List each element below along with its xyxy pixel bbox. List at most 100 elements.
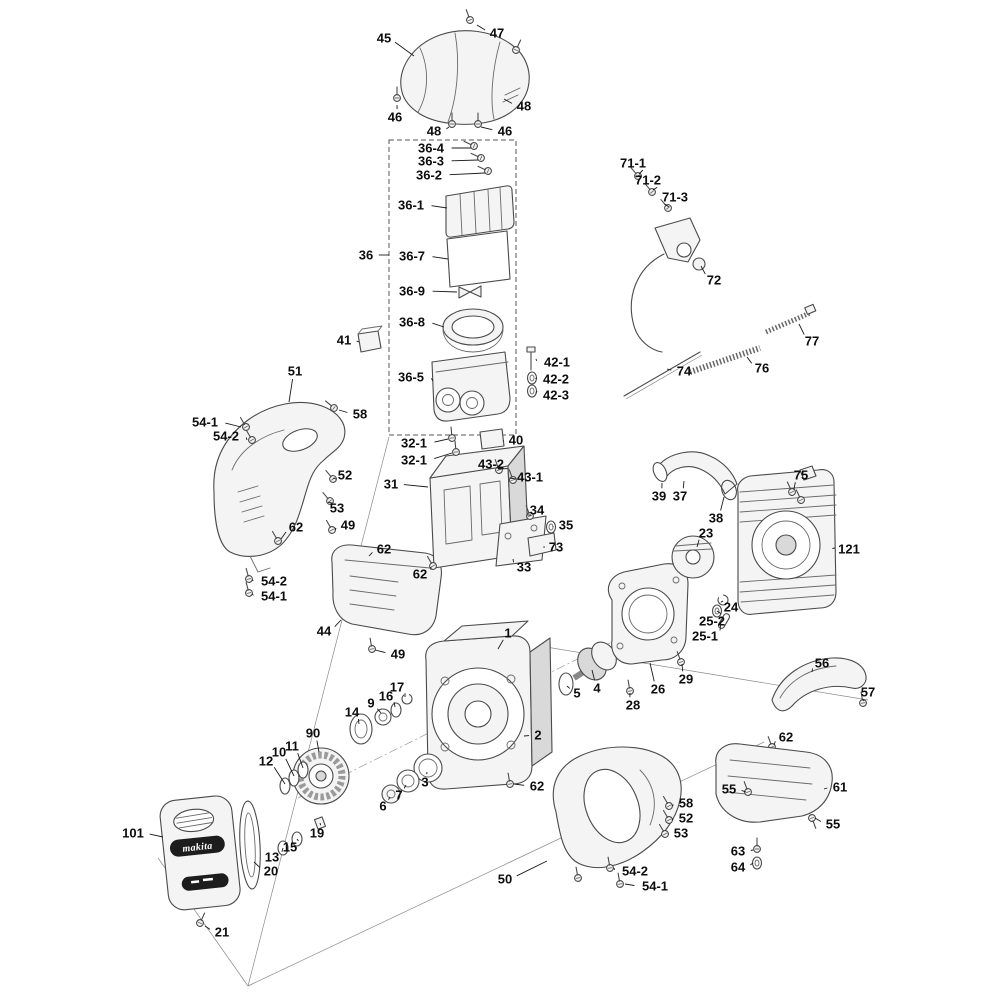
screw-icon	[447, 426, 457, 443]
part-label-1: 1	[504, 626, 511, 641]
part-label-71-2: 71-2	[635, 173, 661, 188]
elbow-37	[657, 451, 738, 495]
part-label-26: 26	[651, 682, 665, 697]
part-label-25-1: 25-1	[692, 629, 718, 644]
part-label-74: 74	[677, 364, 692, 379]
leader-line	[253, 861, 261, 868]
leader-line	[388, 796, 391, 800]
part-label-28: 28	[626, 698, 640, 713]
part-label-12: 12	[259, 754, 273, 769]
leader-line	[357, 718, 360, 725]
part-label-48: 48	[427, 124, 441, 139]
leader-line	[280, 531, 287, 540]
part-label-36: 36	[359, 248, 373, 263]
screw-icon	[323, 518, 338, 536]
leader-line	[251, 579, 254, 582]
leader-line	[811, 668, 813, 673]
leader-line	[225, 422, 242, 428]
part-label-16: 16	[379, 689, 393, 704]
part-label-47: 47	[490, 26, 504, 41]
washer-5	[558, 672, 574, 696]
washer-icon	[545, 520, 557, 534]
brand-logo-text: makita	[182, 841, 213, 855]
part-label-35: 35	[559, 518, 573, 533]
part-label-58: 58	[353, 407, 367, 422]
leader-line	[432, 322, 445, 328]
leader-line	[273, 766, 286, 785]
part-label-54-2: 54-2	[261, 574, 287, 589]
bolt-77	[765, 310, 811, 335]
leader-line	[374, 649, 386, 654]
leader-line	[535, 390, 538, 394]
inner-cable-74	[623, 351, 701, 397]
throttle-cable	[630, 253, 665, 353]
leader-line	[434, 452, 453, 460]
part-label-29: 29	[679, 672, 693, 687]
part-label-33: 33	[517, 560, 531, 575]
part-label-62: 62	[530, 779, 544, 794]
part-label-76: 76	[755, 361, 769, 376]
part-label-62: 62	[413, 567, 427, 582]
part-label-37: 37	[673, 489, 687, 504]
part-label-6: 6	[379, 799, 386, 814]
screw-icon	[393, 86, 401, 102]
part-label-48: 48	[517, 99, 531, 114]
leader-line	[793, 482, 796, 490]
leader-line	[245, 437, 248, 441]
leader-line	[432, 290, 458, 293]
part-label-4: 4	[593, 681, 601, 696]
washer-icon	[526, 384, 538, 398]
washer-icon	[526, 371, 538, 385]
grommet-41	[357, 330, 382, 353]
engine-bracket	[424, 426, 557, 572]
part-label-32-1: 32-1	[401, 453, 427, 468]
screw-icon	[451, 440, 461, 457]
leader-line	[696, 539, 700, 548]
leader-line	[750, 849, 754, 851]
ring-3	[413, 753, 443, 783]
leader-line	[480, 126, 493, 131]
leader-line	[497, 639, 504, 650]
leader-line	[716, 610, 722, 615]
part-label-46: 46	[388, 110, 402, 125]
leader-line	[773, 741, 776, 746]
part-label-36-2: 36-2	[416, 168, 442, 183]
part-label-10: 10	[272, 745, 286, 760]
part-label-36-5: 36-5	[398, 370, 424, 385]
part-label-25-2: 25-2	[699, 614, 725, 629]
bolt-42-1	[526, 346, 536, 353]
recoil-starter: makita	[159, 795, 261, 929]
part-label-46: 46	[498, 124, 512, 139]
part-label-52: 52	[679, 811, 693, 826]
leader-line	[671, 804, 674, 807]
ring-7	[396, 769, 420, 793]
part-label-52: 52	[338, 468, 352, 483]
leader-line	[512, 558, 515, 563]
part-label-11: 11	[285, 739, 299, 754]
leader-line	[476, 24, 486, 31]
air-filter-element	[446, 230, 511, 288]
part-label-55: 55	[722, 782, 736, 797]
leader-line	[516, 860, 548, 877]
part-label-71-3: 71-3	[662, 190, 688, 205]
handle-bar	[764, 657, 868, 752]
screw-icon	[366, 637, 377, 654]
left-shroud	[213, 397, 372, 598]
leader-line	[334, 527, 337, 531]
part-label-36-4: 36-4	[418, 141, 445, 156]
flywheel-group	[277, 747, 350, 856]
leader-line	[334, 619, 342, 628]
leader-line	[288, 378, 294, 403]
leader-line	[394, 41, 415, 57]
seal-14	[349, 713, 373, 745]
throttle-roller	[692, 257, 706, 271]
screw-icon	[807, 813, 820, 831]
part-label-17: 17	[390, 680, 404, 695]
part-label-45: 45	[377, 31, 391, 46]
leader-line	[149, 833, 164, 838]
cylinder	[737, 465, 837, 615]
leader-line	[338, 409, 348, 413]
part-label-23: 23	[699, 526, 713, 541]
part-label-36-9: 36-9	[399, 284, 425, 299]
